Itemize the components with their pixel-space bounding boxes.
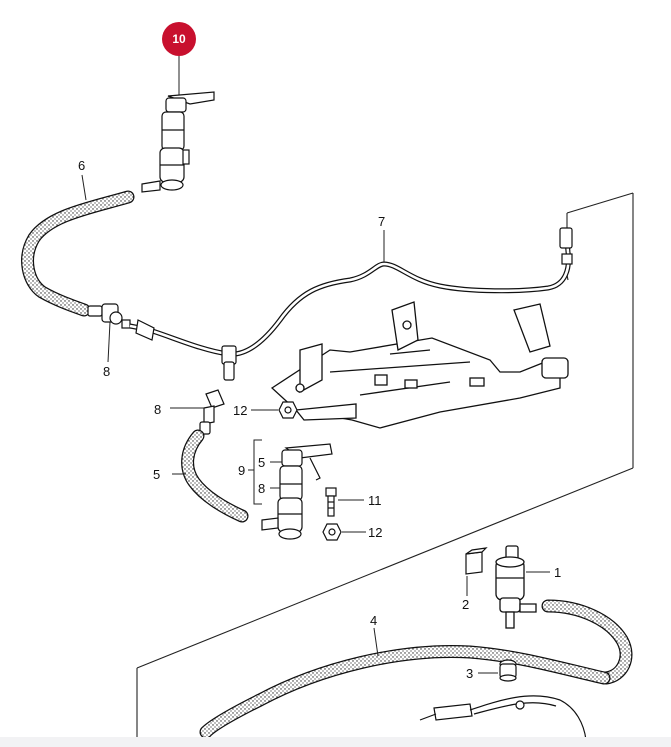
label-8-group: 8	[258, 481, 265, 496]
part-badge-label: 10	[172, 32, 186, 46]
label-12-upper: 12	[233, 403, 247, 418]
part-badge[interactable]: 10	[162, 22, 196, 56]
label-11: 11	[368, 493, 382, 508]
label-5-hose: 5	[153, 467, 160, 482]
label-4: 4	[370, 613, 377, 628]
mounting-bracket	[270, 301, 569, 429]
label-7: 7	[378, 214, 385, 229]
label-8-middle: 8	[154, 402, 161, 417]
label-8-upper: 8	[103, 364, 110, 379]
label-3: 3	[466, 666, 473, 681]
label-12-lower: 12	[368, 525, 382, 540]
label-6: 6	[78, 158, 85, 173]
lower-cable	[419, 695, 587, 741]
group-bracket	[248, 439, 282, 505]
label-5-group: 5	[258, 455, 265, 470]
label-2: 2	[462, 597, 469, 612]
upper-washer-nozzle	[141, 91, 215, 193]
connector-upper	[87, 303, 131, 329]
label-9: 9	[238, 463, 245, 478]
nut-lower	[322, 523, 342, 541]
grommet-small	[499, 659, 517, 682]
bottom-strip	[0, 737, 671, 747]
screw	[325, 487, 337, 517]
nut-upper	[278, 401, 298, 419]
connector-middle	[199, 389, 225, 435]
thin-tube	[129, 227, 573, 357]
frame-lines	[136, 192, 634, 747]
washer-pump	[495, 545, 537, 629]
label-1: 1	[554, 565, 561, 580]
t-piece	[221, 345, 237, 381]
lower-washer-nozzle	[261, 443, 333, 540]
grommet	[465, 547, 488, 575]
